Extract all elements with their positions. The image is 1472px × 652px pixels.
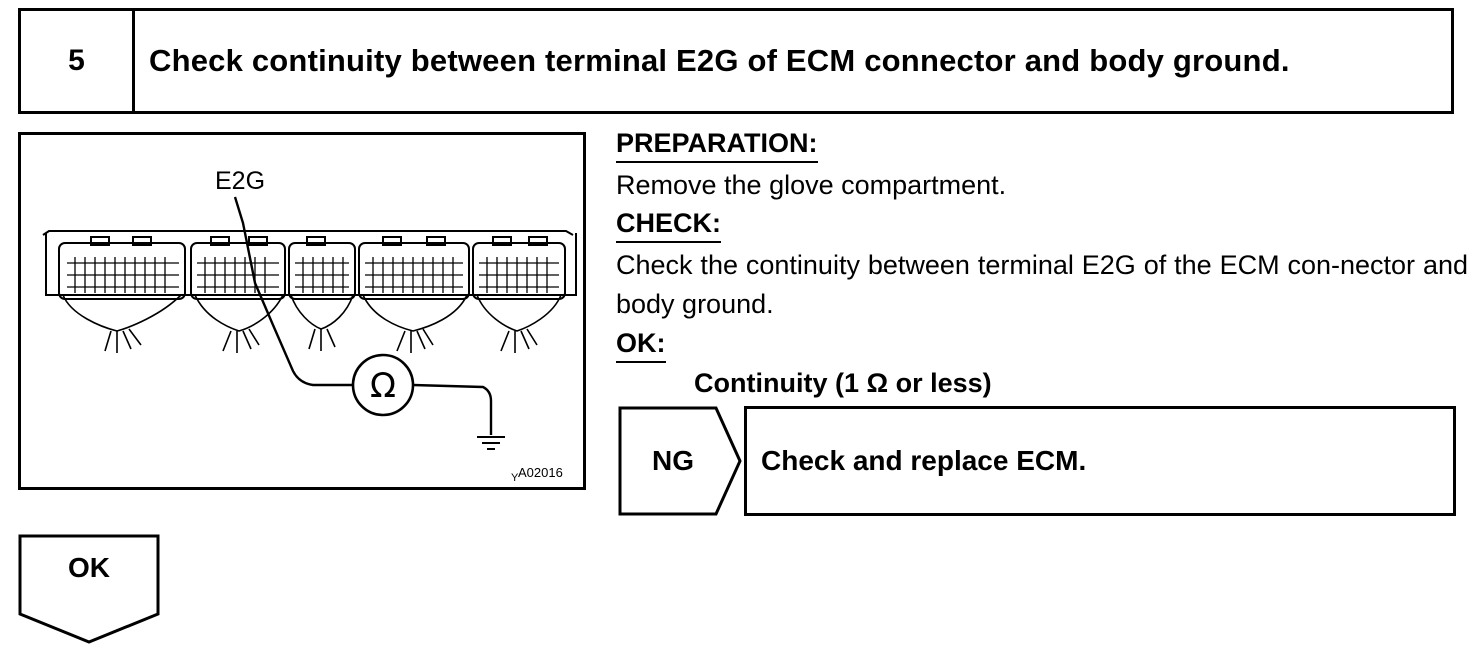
ecm-connector-icon: Ω E2G Y A02016	[42, 167, 577, 484]
check-heading: CHECK:	[616, 208, 721, 243]
connector-blocks	[58, 236, 566, 300]
terminal-label: E2G	[215, 167, 265, 195]
arrow-down-icon	[18, 534, 160, 644]
step-number: 5	[21, 11, 135, 111]
ng-action-box: Check and replace ECM.	[744, 406, 1456, 516]
ng-branch-marker: NG	[618, 406, 742, 516]
ng-label: NG	[652, 445, 694, 476]
check-text: Check the continuity between terminal E2…	[616, 250, 1468, 319]
ok-spec: Continuity (1 Ω or less)	[694, 368, 992, 398]
ng-action-text: Check and replace ECM.	[761, 445, 1087, 476]
ohmmeter-icon: Ω	[351, 353, 493, 435]
ok-label: OK	[68, 552, 110, 583]
ground-icon	[477, 436, 505, 450]
ok-heading: OK:	[616, 328, 666, 363]
preparation-text: Remove the glove compartment.	[616, 170, 1007, 200]
arrow-right-icon	[618, 406, 742, 516]
step-header: 5 Check continuity between terminal E2G …	[18, 8, 1454, 114]
figure-code: A02016	[518, 465, 563, 480]
svg-text:Ω: Ω	[370, 366, 396, 406]
preparation-heading: PREPARATION:	[616, 128, 818, 163]
figure-prefix: Y	[511, 472, 519, 484]
step-title: Check continuity between terminal E2G of…	[149, 43, 1290, 78]
connector-diagram: Ω E2G Y A02016	[18, 132, 586, 490]
ok-branch-marker: OK	[18, 534, 160, 644]
